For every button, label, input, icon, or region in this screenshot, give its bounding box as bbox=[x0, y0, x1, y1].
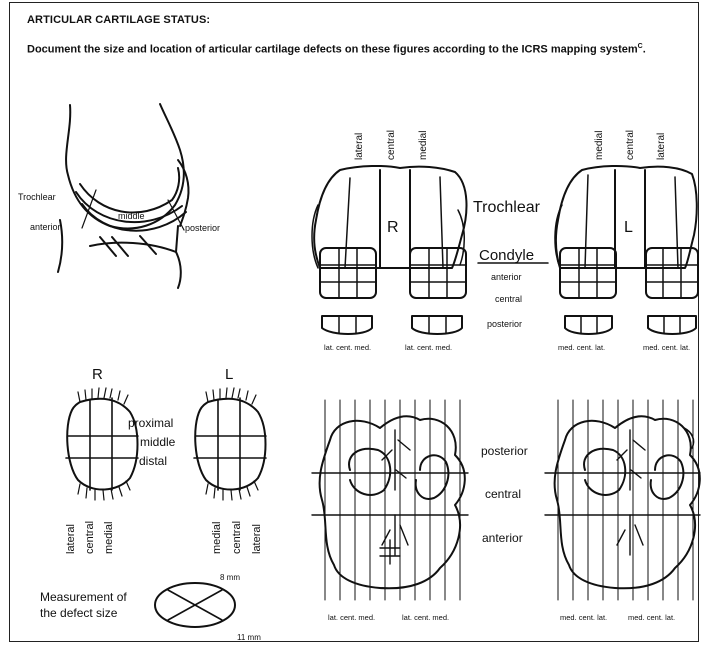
sagittal-knee-drawing bbox=[58, 104, 189, 288]
tibia-right-drawing bbox=[320, 416, 465, 588]
femur-right-bottom-2: lat. cent. med. bbox=[405, 343, 452, 352]
femur-left-bottom-2: med. cent. lat. bbox=[643, 343, 690, 352]
tibia-right-bottom-1: lat. cent. med. bbox=[328, 613, 375, 622]
femur-trochlear-label: Trochlear bbox=[473, 199, 541, 216]
femur-left-col-lateral: lateral bbox=[656, 133, 667, 160]
patella-middle-label: middle bbox=[140, 435, 176, 449]
tibia-anterior-label: anterior bbox=[482, 531, 523, 545]
patella-right-letter: R bbox=[92, 366, 103, 383]
patella-left-col-medial: medial bbox=[211, 522, 223, 554]
patella-proximal-label: proximal bbox=[128, 416, 173, 430]
measurement-ellipse bbox=[155, 583, 235, 627]
femur-central-label: central bbox=[495, 294, 522, 304]
sagittal-middle-label: middle bbox=[118, 211, 145, 221]
femur-left-bottom-1: med. cent. lat. bbox=[558, 343, 605, 352]
measurement-dim-2: 11 mm bbox=[237, 633, 261, 642]
femur-anterior-label: anterior bbox=[491, 272, 522, 282]
femur-left-drawing bbox=[555, 166, 698, 334]
patella-left-letter: L bbox=[225, 366, 233, 383]
femur-right-col-central: central bbox=[386, 130, 397, 160]
tibia-left-grid bbox=[545, 400, 700, 600]
femur-right-letter: R bbox=[387, 219, 399, 236]
sagittal-posterior-label: posterior bbox=[185, 223, 220, 233]
patella-right-drawing bbox=[66, 388, 138, 500]
tibia-central-label: central bbox=[485, 487, 521, 501]
patella-right-col-lateral: lateral bbox=[65, 524, 77, 554]
patella-left-col-central: central bbox=[231, 521, 243, 554]
measurement-label-1: Measurement of bbox=[40, 590, 127, 604]
measurement-label-2: the defect size bbox=[40, 606, 118, 620]
femur-left-letter: L bbox=[624, 219, 633, 236]
sagittal-trochlear-label: Trochlear bbox=[18, 192, 56, 202]
femur-condyle-label: Condyle bbox=[479, 247, 534, 264]
tibia-left-bottom-2: med. cent. lat. bbox=[628, 613, 675, 622]
tibia-left-bottom-1: med. cent. lat. bbox=[560, 613, 607, 622]
femur-right-drawing bbox=[312, 166, 466, 334]
femur-right-bottom-1: lat. cent. med. bbox=[324, 343, 371, 352]
patella-right-col-central: central bbox=[84, 521, 96, 554]
patella-left-col-lateral: lateral bbox=[251, 524, 263, 554]
sagittal-anterior-label: anterior bbox=[30, 222, 61, 232]
femur-left-col-central: central bbox=[625, 130, 636, 160]
tibia-right-bottom-2: lat. cent. med. bbox=[402, 613, 449, 622]
femur-right-col-lateral: lateral bbox=[354, 133, 365, 160]
patella-right-col-medial: medial bbox=[103, 522, 115, 554]
tibia-posterior-label: posterior bbox=[481, 444, 528, 458]
femur-left-col-medial: medial bbox=[594, 131, 605, 160]
patella-distal-label: distal bbox=[139, 454, 167, 468]
measurement-dim-1: 8 mm bbox=[220, 573, 240, 582]
patella-left-drawing bbox=[194, 388, 266, 500]
femur-right-col-medial: medial bbox=[418, 131, 429, 160]
femur-posterior-label: posterior bbox=[487, 319, 522, 329]
